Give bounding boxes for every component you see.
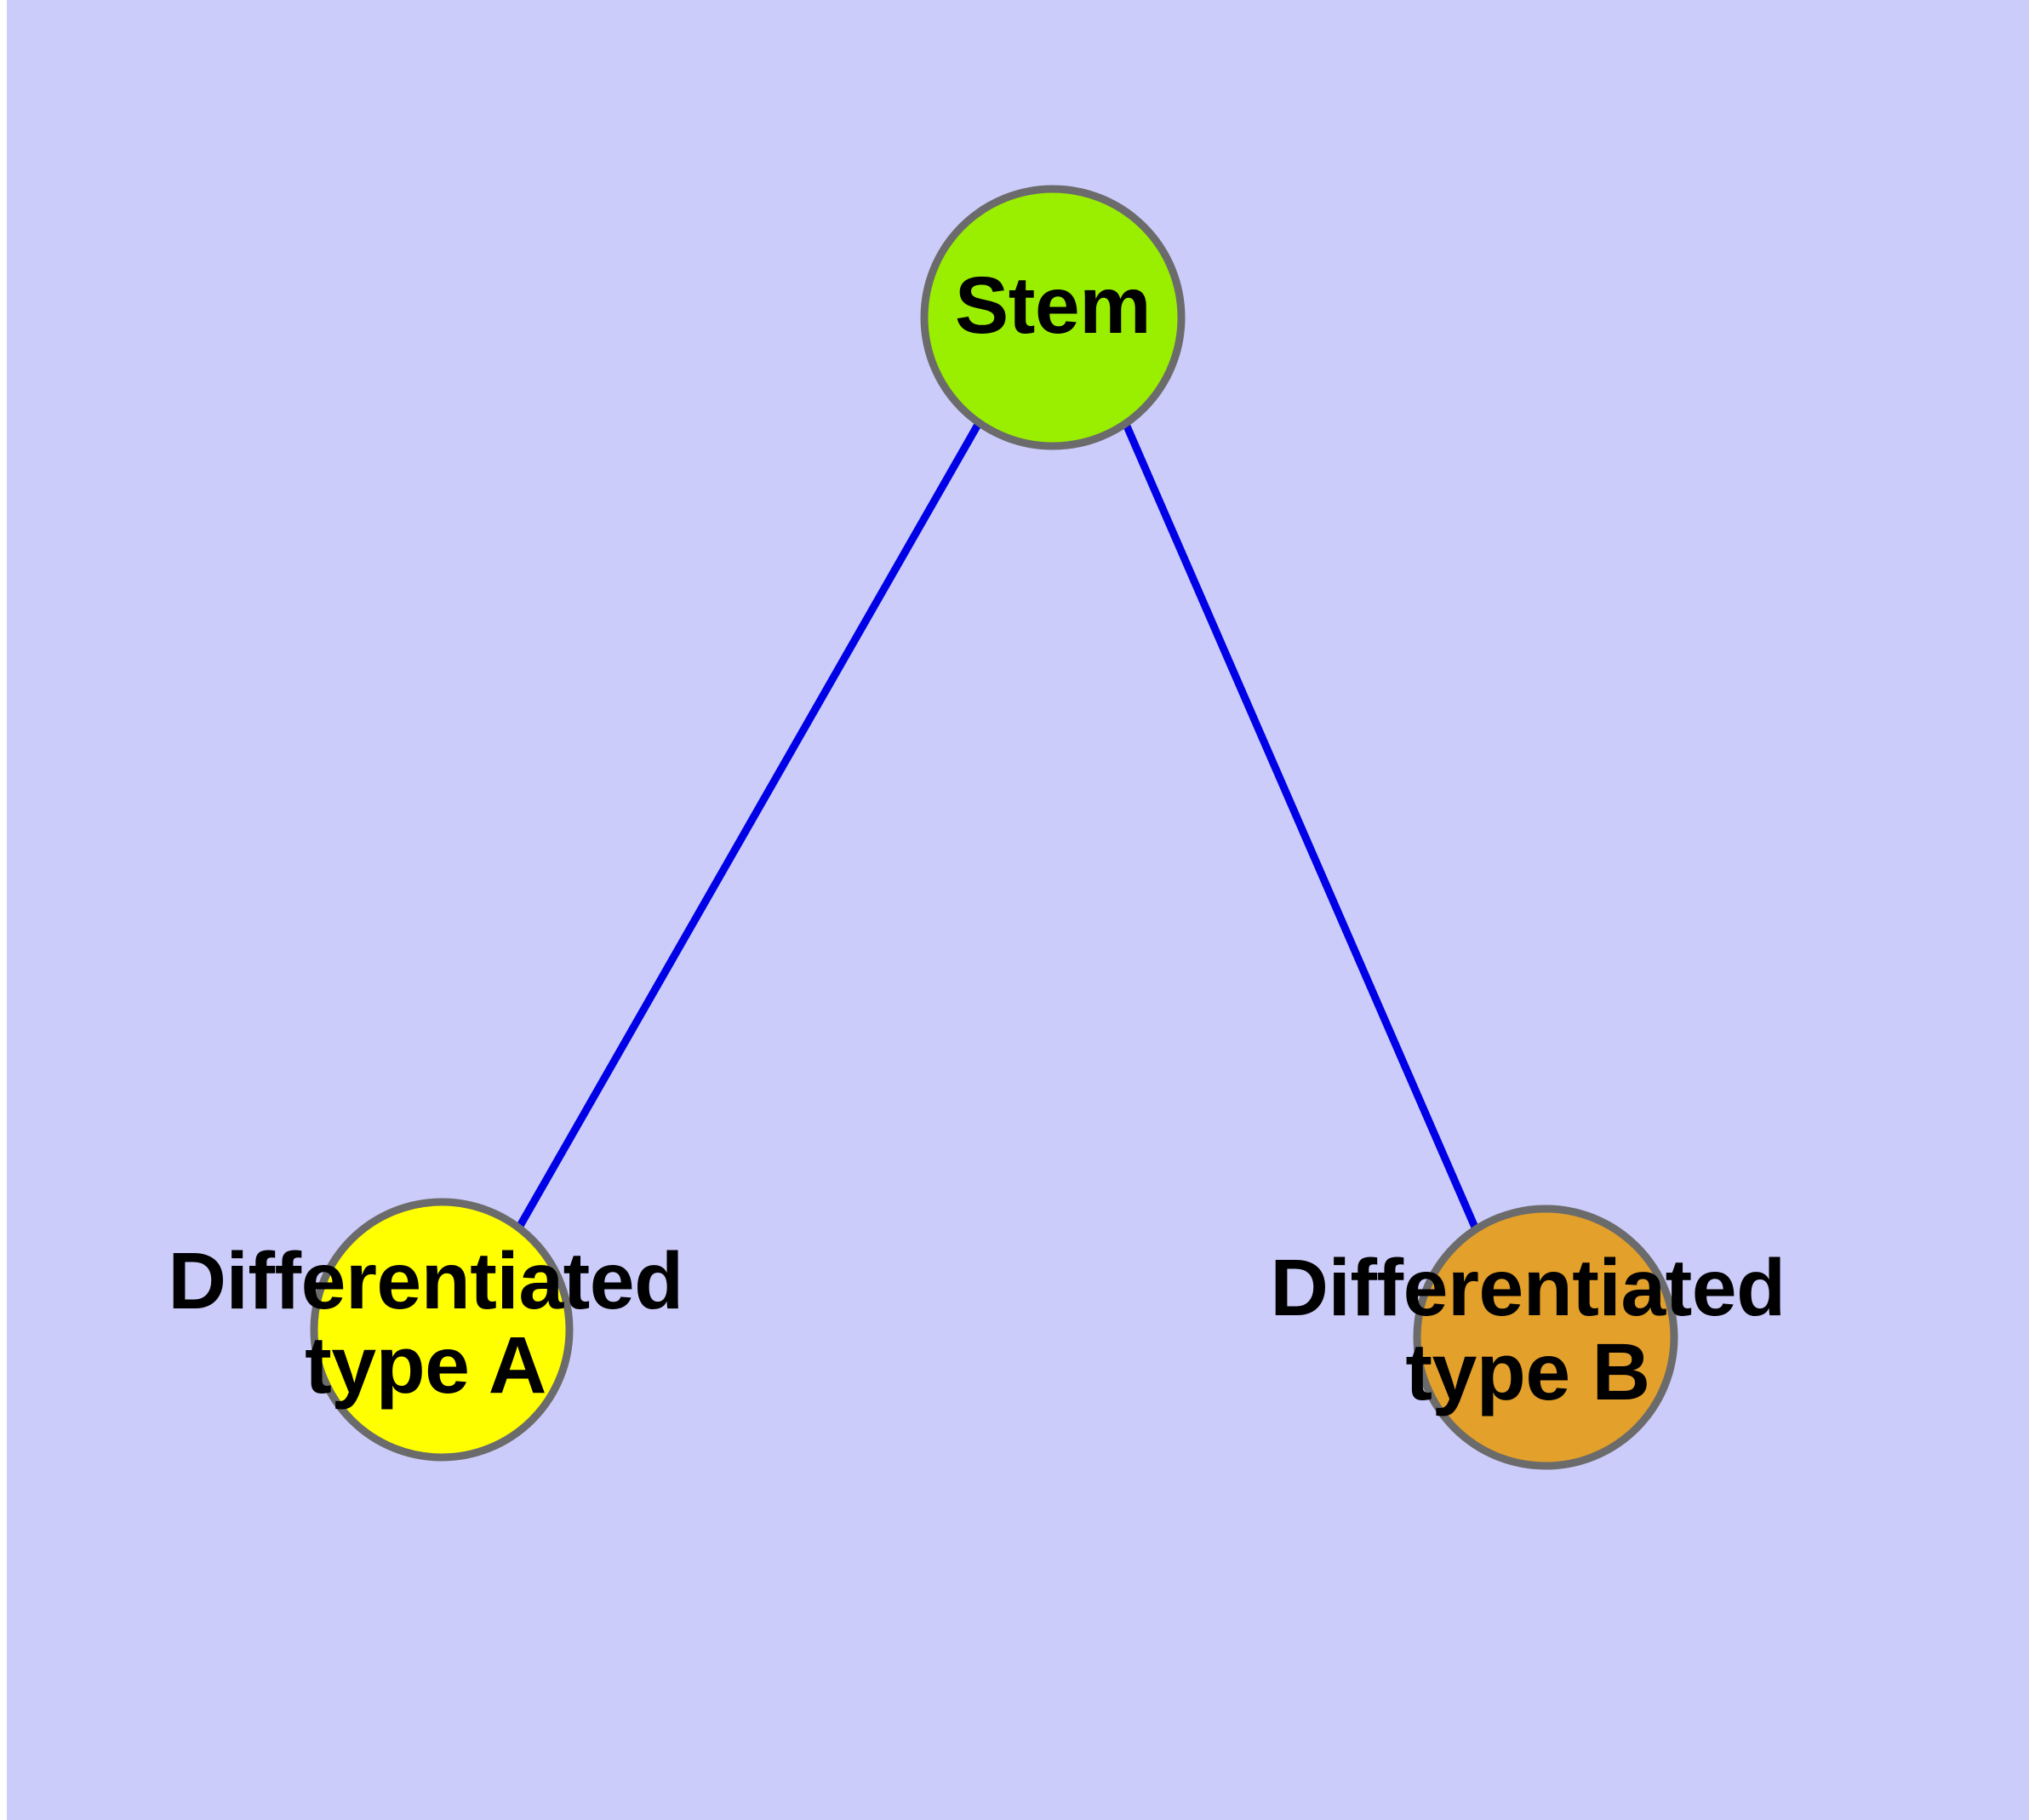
node-stem[interactable] bbox=[920, 185, 1186, 450]
edge-stem-to-differentiated-type-a bbox=[517, 421, 982, 1228]
edge-layer bbox=[517, 421, 1480, 1231]
node-layer bbox=[310, 185, 1678, 1470]
node-differentiated-type-b[interactable] bbox=[1413, 1205, 1678, 1470]
node-differentiated-type-a[interactable] bbox=[310, 1198, 574, 1462]
edge-stem-to-differentiated-type-b bbox=[1121, 421, 1480, 1231]
